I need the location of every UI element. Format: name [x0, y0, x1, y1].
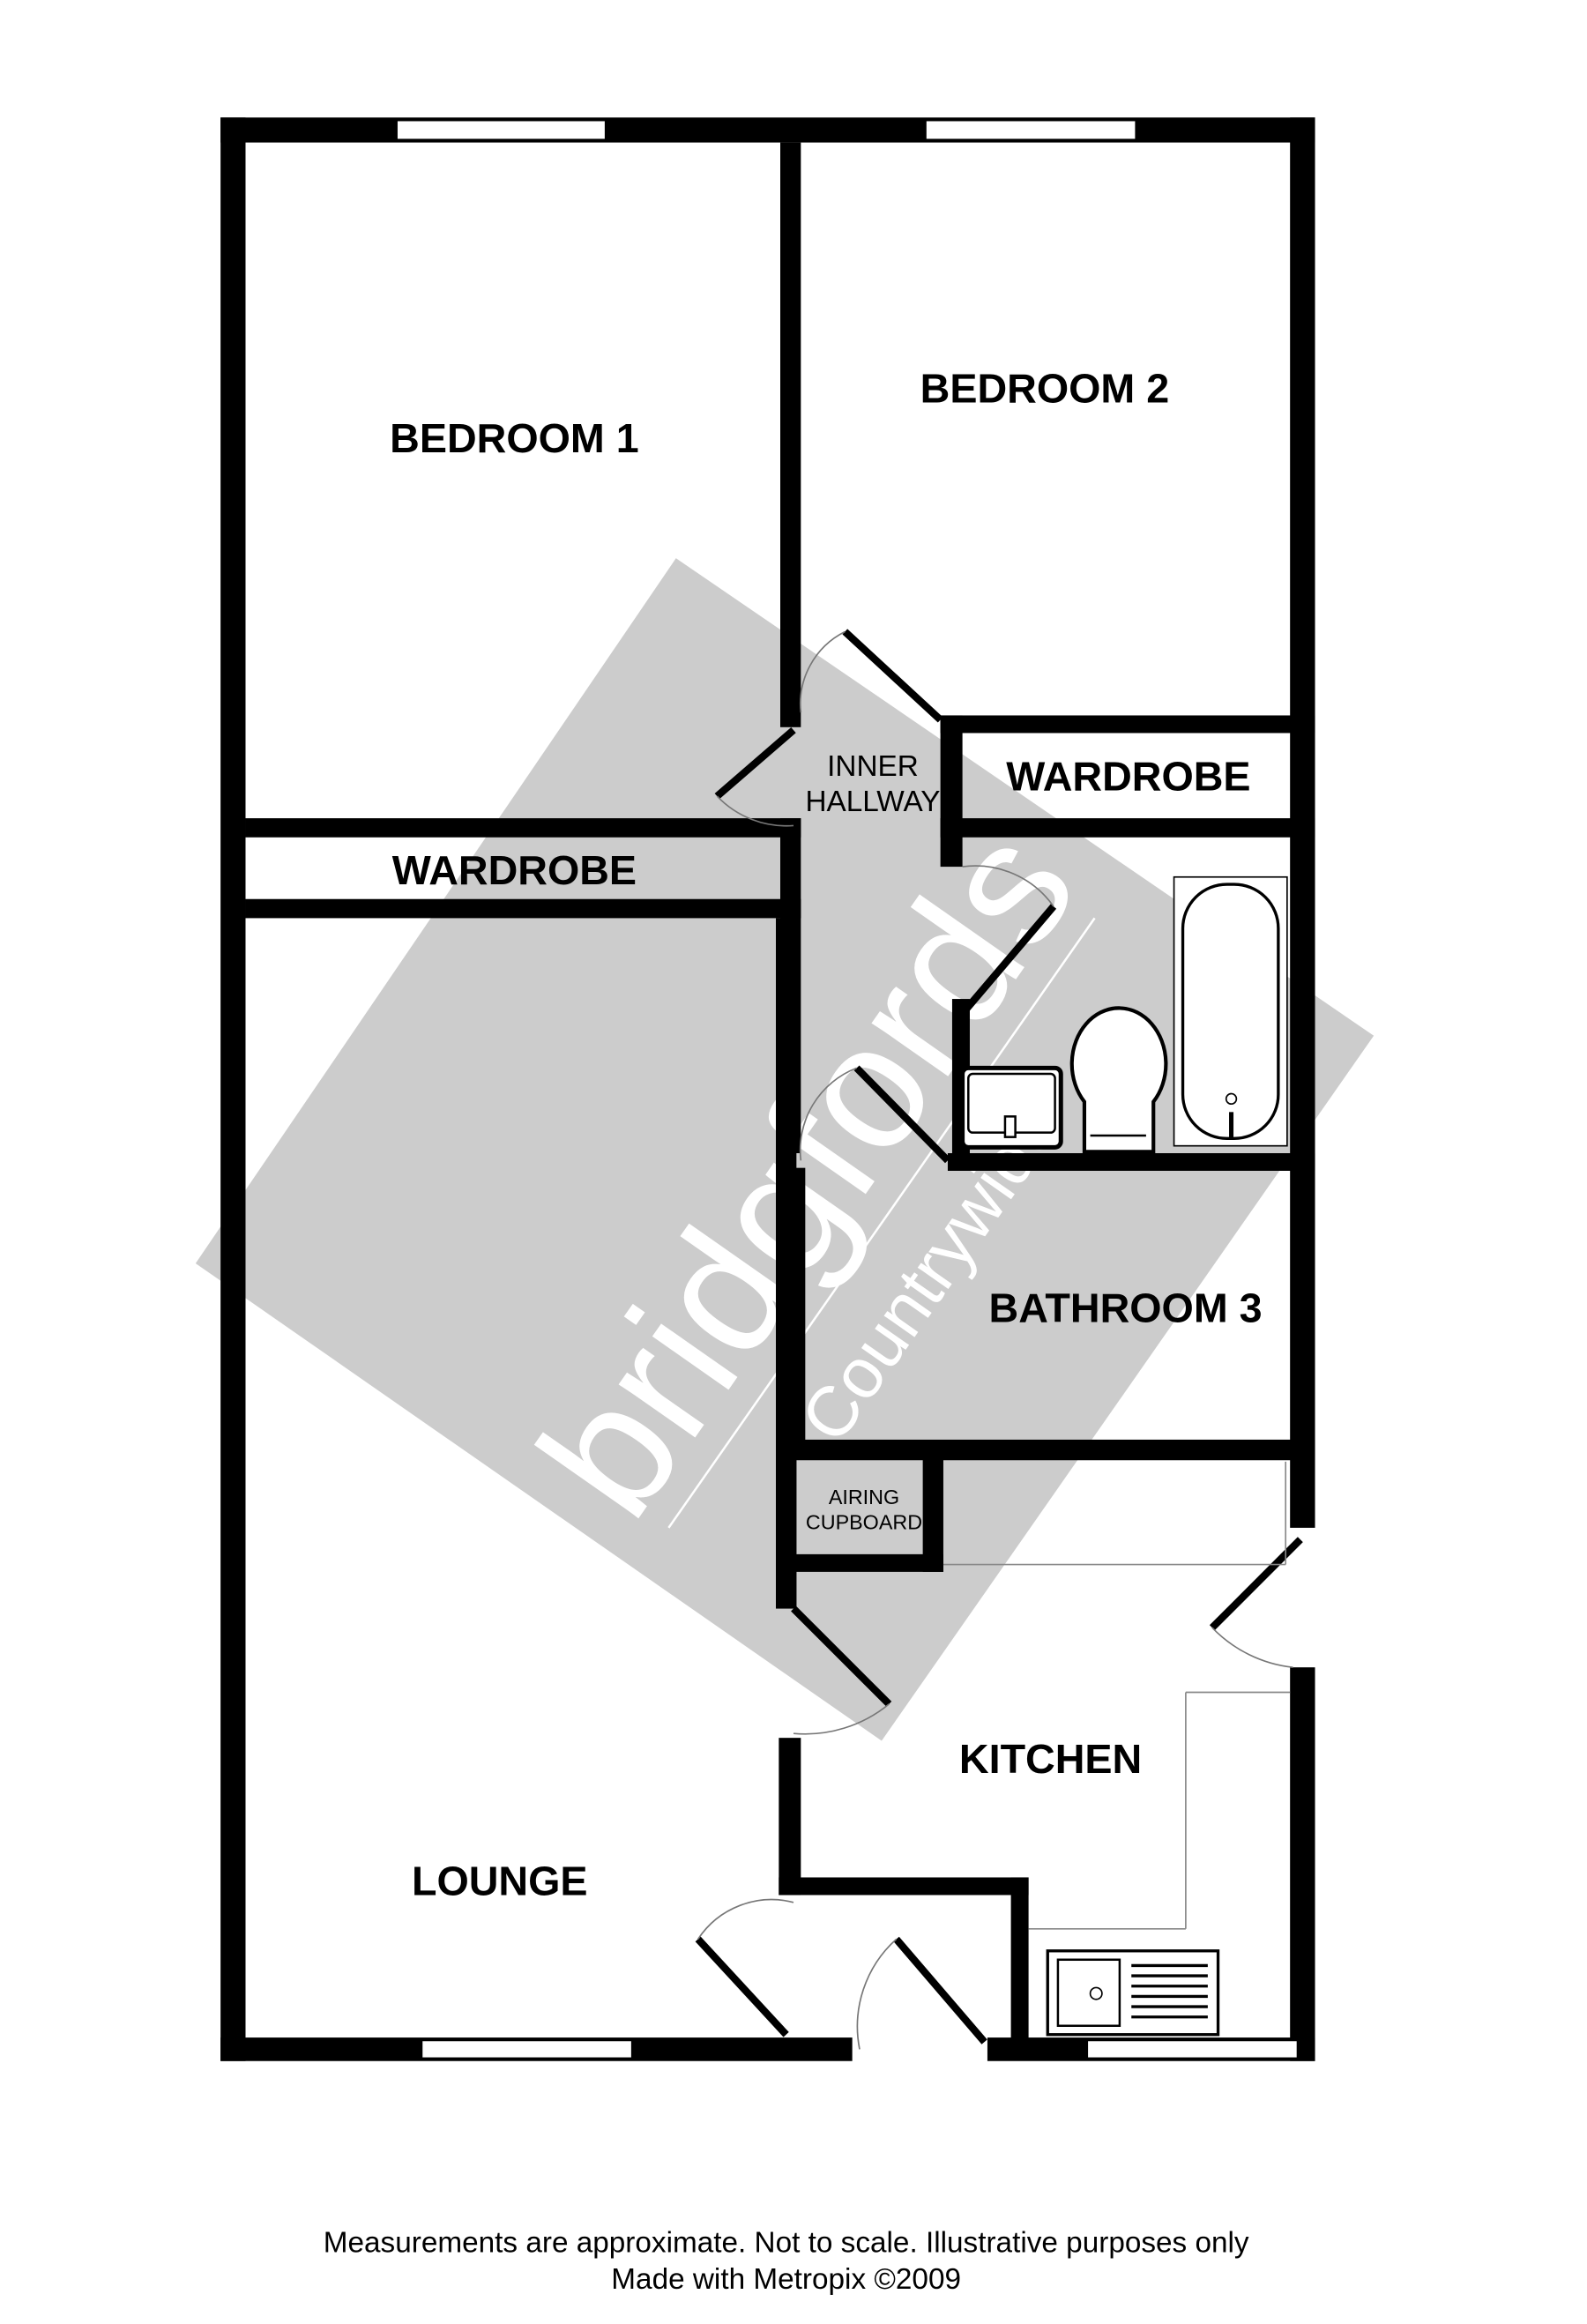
door: [791, 1605, 892, 1707]
door: [853, 1065, 950, 1164]
window: [396, 119, 607, 141]
door-swings: [697, 630, 1293, 2050]
room-label-lounge: LOUNGE: [412, 1858, 588, 1903]
room-label-airing-2: CUPBOARD: [806, 1511, 922, 1534]
door: [695, 1936, 789, 2037]
room-label-bedroom-2: BEDROOM 2: [920, 366, 1169, 412]
bathtub-icon: [1173, 875, 1288, 1147]
kitchen-sink-icon: [1046, 1949, 1220, 2037]
kitchen-worktops: [943, 1461, 1291, 1930]
door: [1209, 1537, 1303, 1631]
door: [842, 629, 943, 723]
credit: Made with Metropix ©2009: [611, 2263, 961, 2296]
doors: [695, 629, 1303, 2045]
room-label-inner-hallway-2: HALLWAY: [805, 786, 940, 818]
window: [1086, 2039, 1299, 2060]
room-label-wardrobe-1: WARDROBE: [392, 847, 637, 893]
room-label-kitchen: KITCHEN: [959, 1736, 1142, 1782]
room-label-wardrobe-2: WARDROBE: [1006, 753, 1250, 799]
windows: [396, 119, 1299, 2060]
watermark-rule: [667, 917, 1096, 1529]
window: [925, 119, 1137, 141]
door: [959, 904, 1057, 1017]
door: [714, 726, 796, 800]
door: [893, 1936, 987, 2045]
window: [421, 2039, 633, 2060]
toilet-icon: [1069, 1006, 1168, 1154]
room-label-bathroom-3: BATHROOM 3: [989, 1285, 1263, 1331]
washbasin-icon: [960, 1065, 1063, 1150]
room-label-inner-hallway-1: INNER: [827, 750, 919, 783]
room-label-airing-1: AIRING: [829, 1486, 899, 1508]
disclaimer: Measurements are approximate. Not to sca…: [324, 2226, 1249, 2259]
room-label-bedroom-1: BEDROOM 1: [390, 415, 638, 461]
